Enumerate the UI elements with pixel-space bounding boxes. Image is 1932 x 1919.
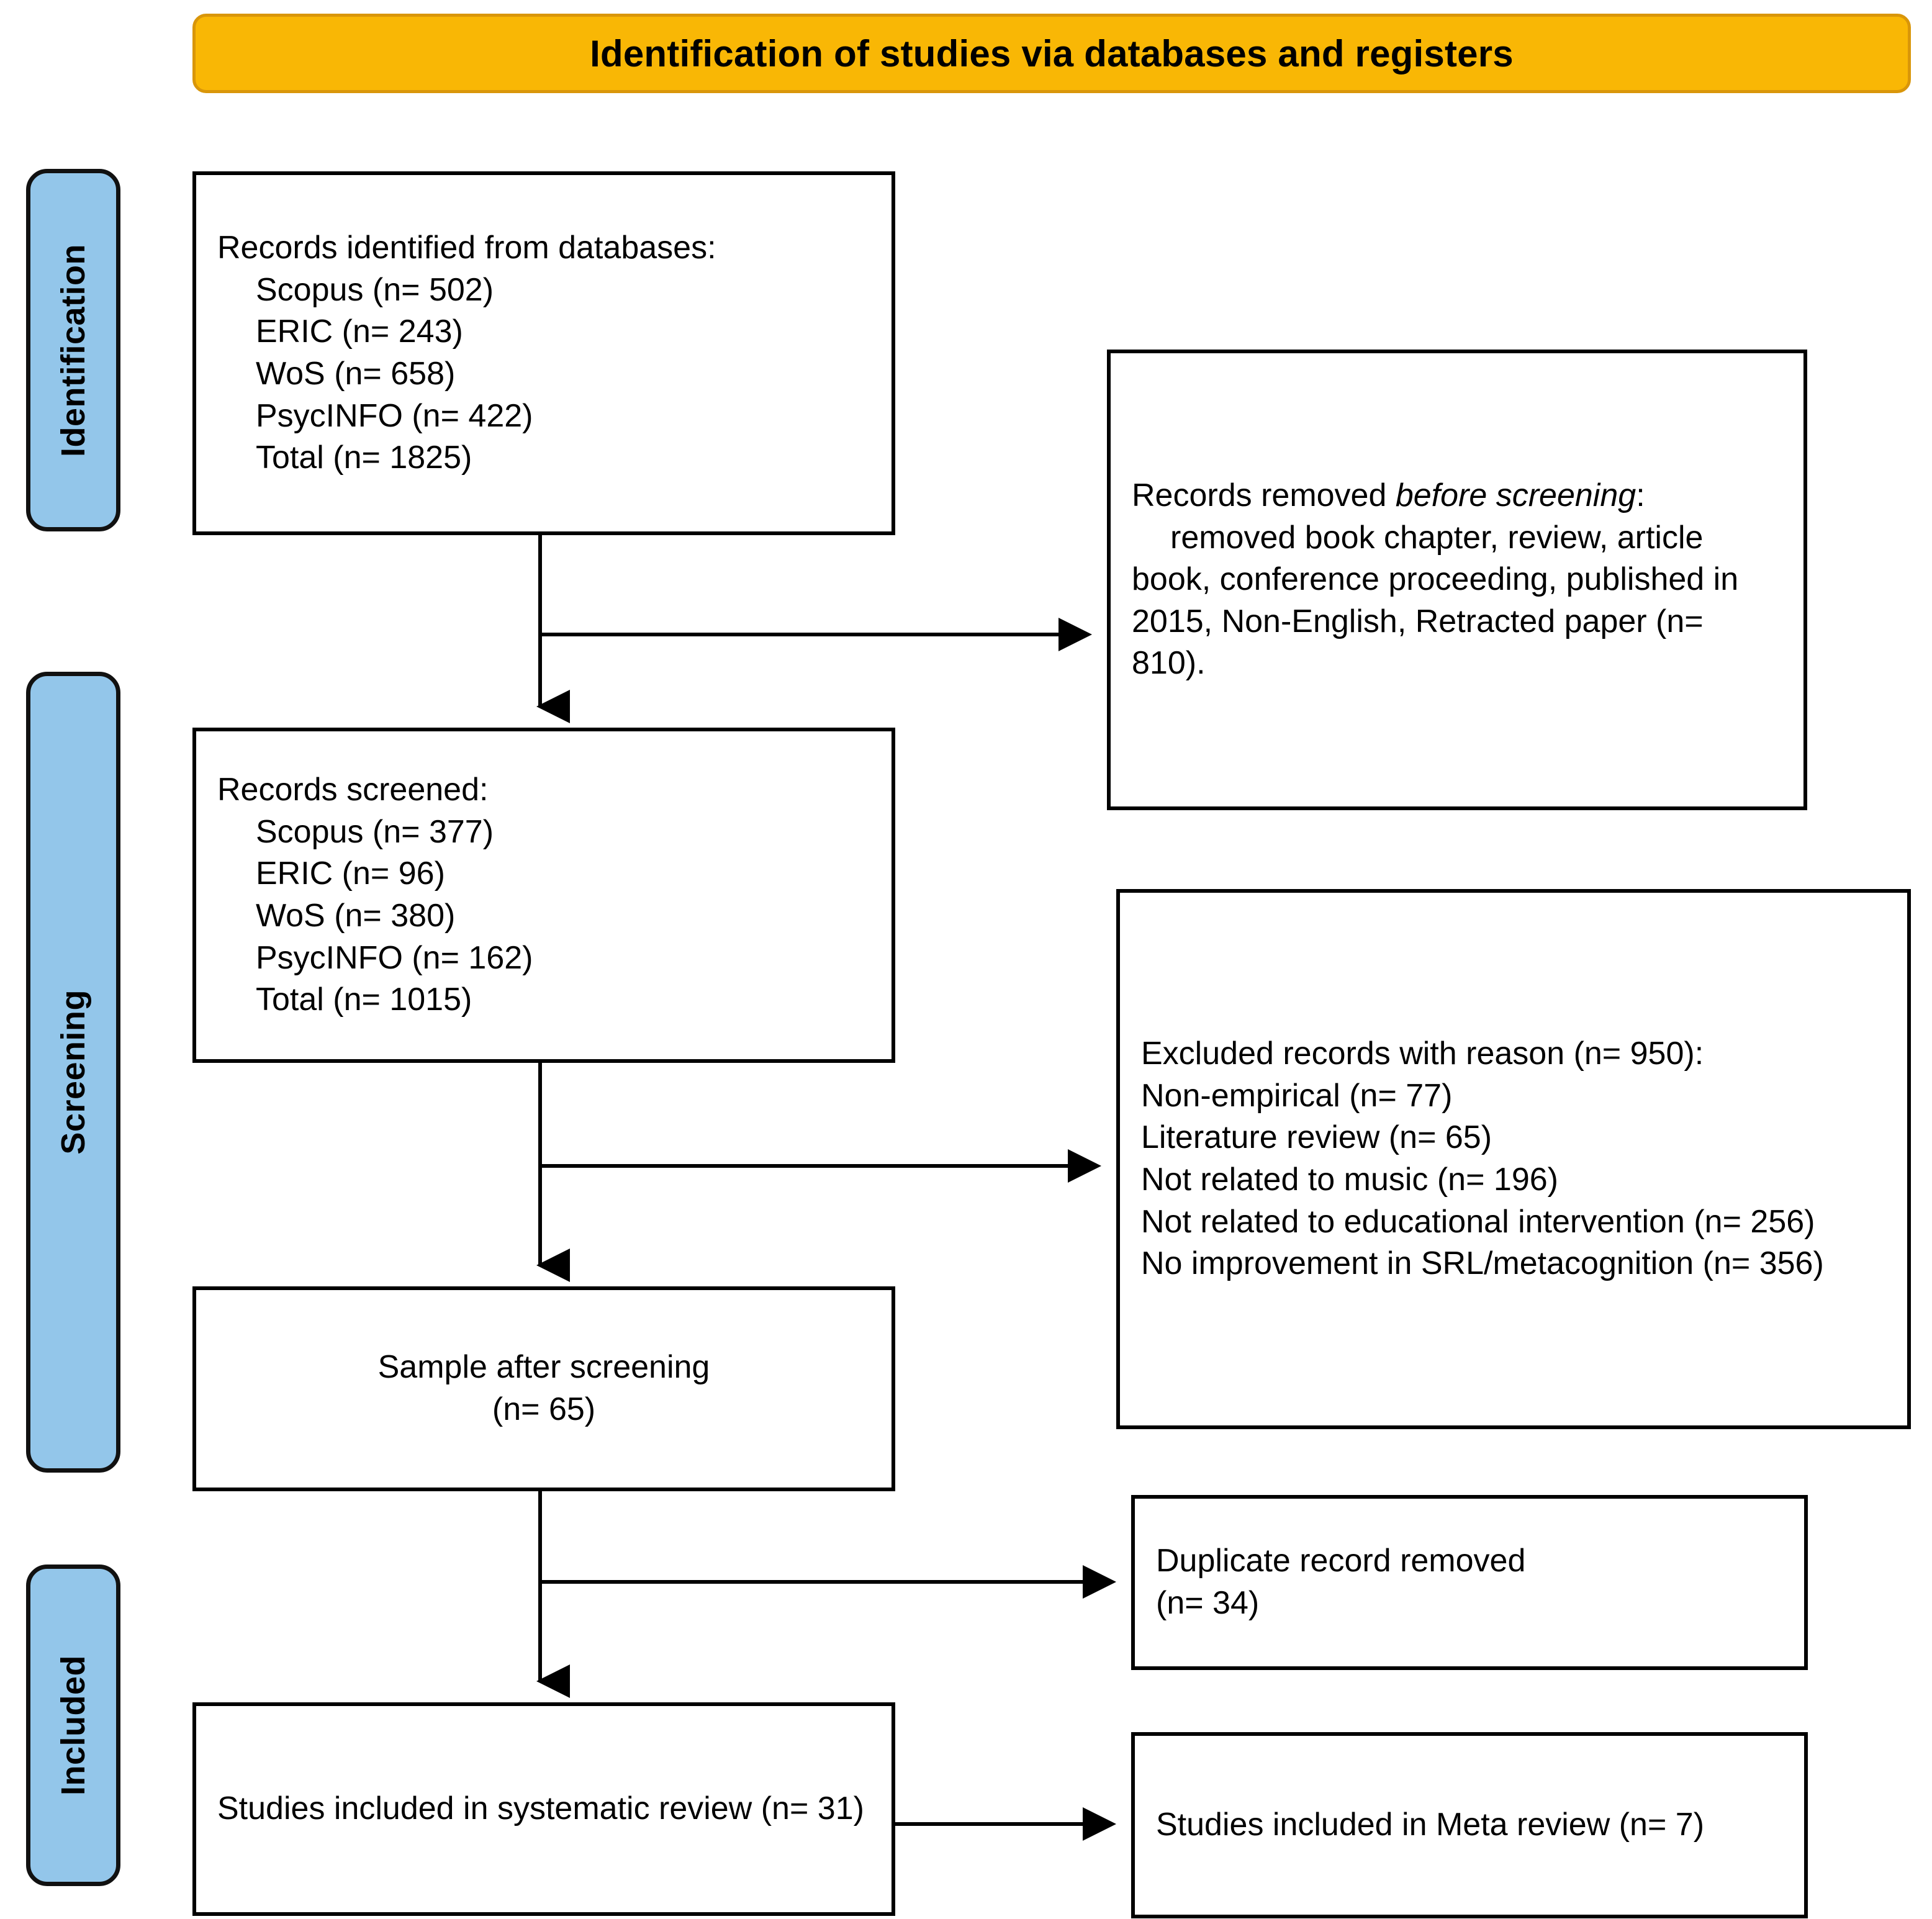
phase-label-identification: Identification	[26, 169, 120, 531]
box-sample-after-screening-text: Sample after screening (n= 65)	[377, 1349, 710, 1427]
db-line-scopus: Scopus (n= 377)	[256, 813, 494, 850]
phase-label-included: Included	[26, 1565, 120, 1886]
db-line-psycinfo: PsycINFO (n= 422)	[256, 397, 533, 434]
db-line-scopus: Scopus (n= 502)	[256, 271, 494, 308]
db-line-eric: ERIC (n= 96)	[256, 856, 445, 892]
diagram-header-banner: Identification of studies via databases …	[192, 14, 1911, 93]
box-records-removed-text: Records removed before screening: remove…	[1111, 475, 1803, 685]
phase-label-text: Screening	[55, 990, 92, 1155]
box-studies-included-meta-review-text: Studies included in Meta review (n= 7)	[1156, 1807, 1705, 1843]
page-title: Identification of studies via databases …	[590, 32, 1514, 75]
box-duplicate-record-removed-text: Duplicate record removed (n= 34)	[1156, 1543, 1526, 1621]
heading-suffix: :	[1636, 477, 1645, 514]
db-line-wos: WoS (n= 380)	[256, 898, 456, 934]
db-line-psycinfo: PsycINFO (n= 162)	[256, 939, 533, 976]
box-records-removed-before-screening: Records removed before screening: remove…	[1107, 350, 1807, 810]
removed-reasons: removed book chapter, review, article bo…	[1132, 519, 1745, 682]
box-excluded-records: Excluded records with reason (n= 950): N…	[1116, 889, 1911, 1429]
box-sample-after-screening: Sample after screening (n= 65)	[192, 1286, 895, 1491]
heading-plain: Records removed	[1132, 477, 1396, 514]
heading-text: Excluded records with reason (n= 950):	[1141, 1036, 1704, 1072]
box-records-screened: Records screened: Scopus (n= 377) ERIC (…	[192, 728, 895, 1063]
box-studies-included-systematic-review-text: Studies included in systematic review (n…	[217, 1790, 864, 1827]
phase-label-screening: Screening	[26, 672, 120, 1473]
heading-text: Records screened:	[217, 772, 489, 808]
reason-not-music: Not related to music (n= 196)	[1141, 1162, 1558, 1198]
box-excluded-records-text: Excluded records with reason (n= 950): N…	[1120, 1033, 1907, 1285]
reason-not-educational-intervention: Not related to educational intervention …	[1141, 1203, 1815, 1240]
reason-literature-review: Literature review (n= 65)	[1141, 1119, 1492, 1156]
box-studies-included-systematic-review: Studies included in systematic review (n…	[192, 1702, 895, 1916]
reason-non-empirical: Non-empirical (n= 77)	[1141, 1077, 1453, 1114]
box-records-identified-text: Records identified from databases: Scopu…	[196, 227, 892, 479]
db-line-total: Total (n= 1015)	[256, 982, 472, 1018]
box-records-identified: Records identified from databases: Scopu…	[192, 171, 895, 535]
reason-no-srl-improvement: No improvement in SRL/metacognition (n= …	[1141, 1245, 1824, 1282]
heading-text: Records identified from databases:	[217, 230, 716, 266]
box-records-screened-text: Records screened: Scopus (n= 377) ERIC (…	[196, 769, 892, 1021]
box-duplicate-record-removed: Duplicate record removed (n= 34)	[1131, 1495, 1808, 1670]
box-studies-included-meta-review: Studies included in Meta review (n= 7)	[1131, 1732, 1808, 1918]
db-line-eric: ERIC (n= 243)	[256, 314, 463, 350]
db-line-wos: WoS (n= 658)	[256, 356, 456, 392]
phase-label-text: Identification	[55, 243, 92, 457]
phase-label-text: Included	[55, 1655, 92, 1795]
db-line-total: Total (n= 1825)	[256, 440, 472, 476]
heading-italic: before screening	[1395, 477, 1636, 514]
